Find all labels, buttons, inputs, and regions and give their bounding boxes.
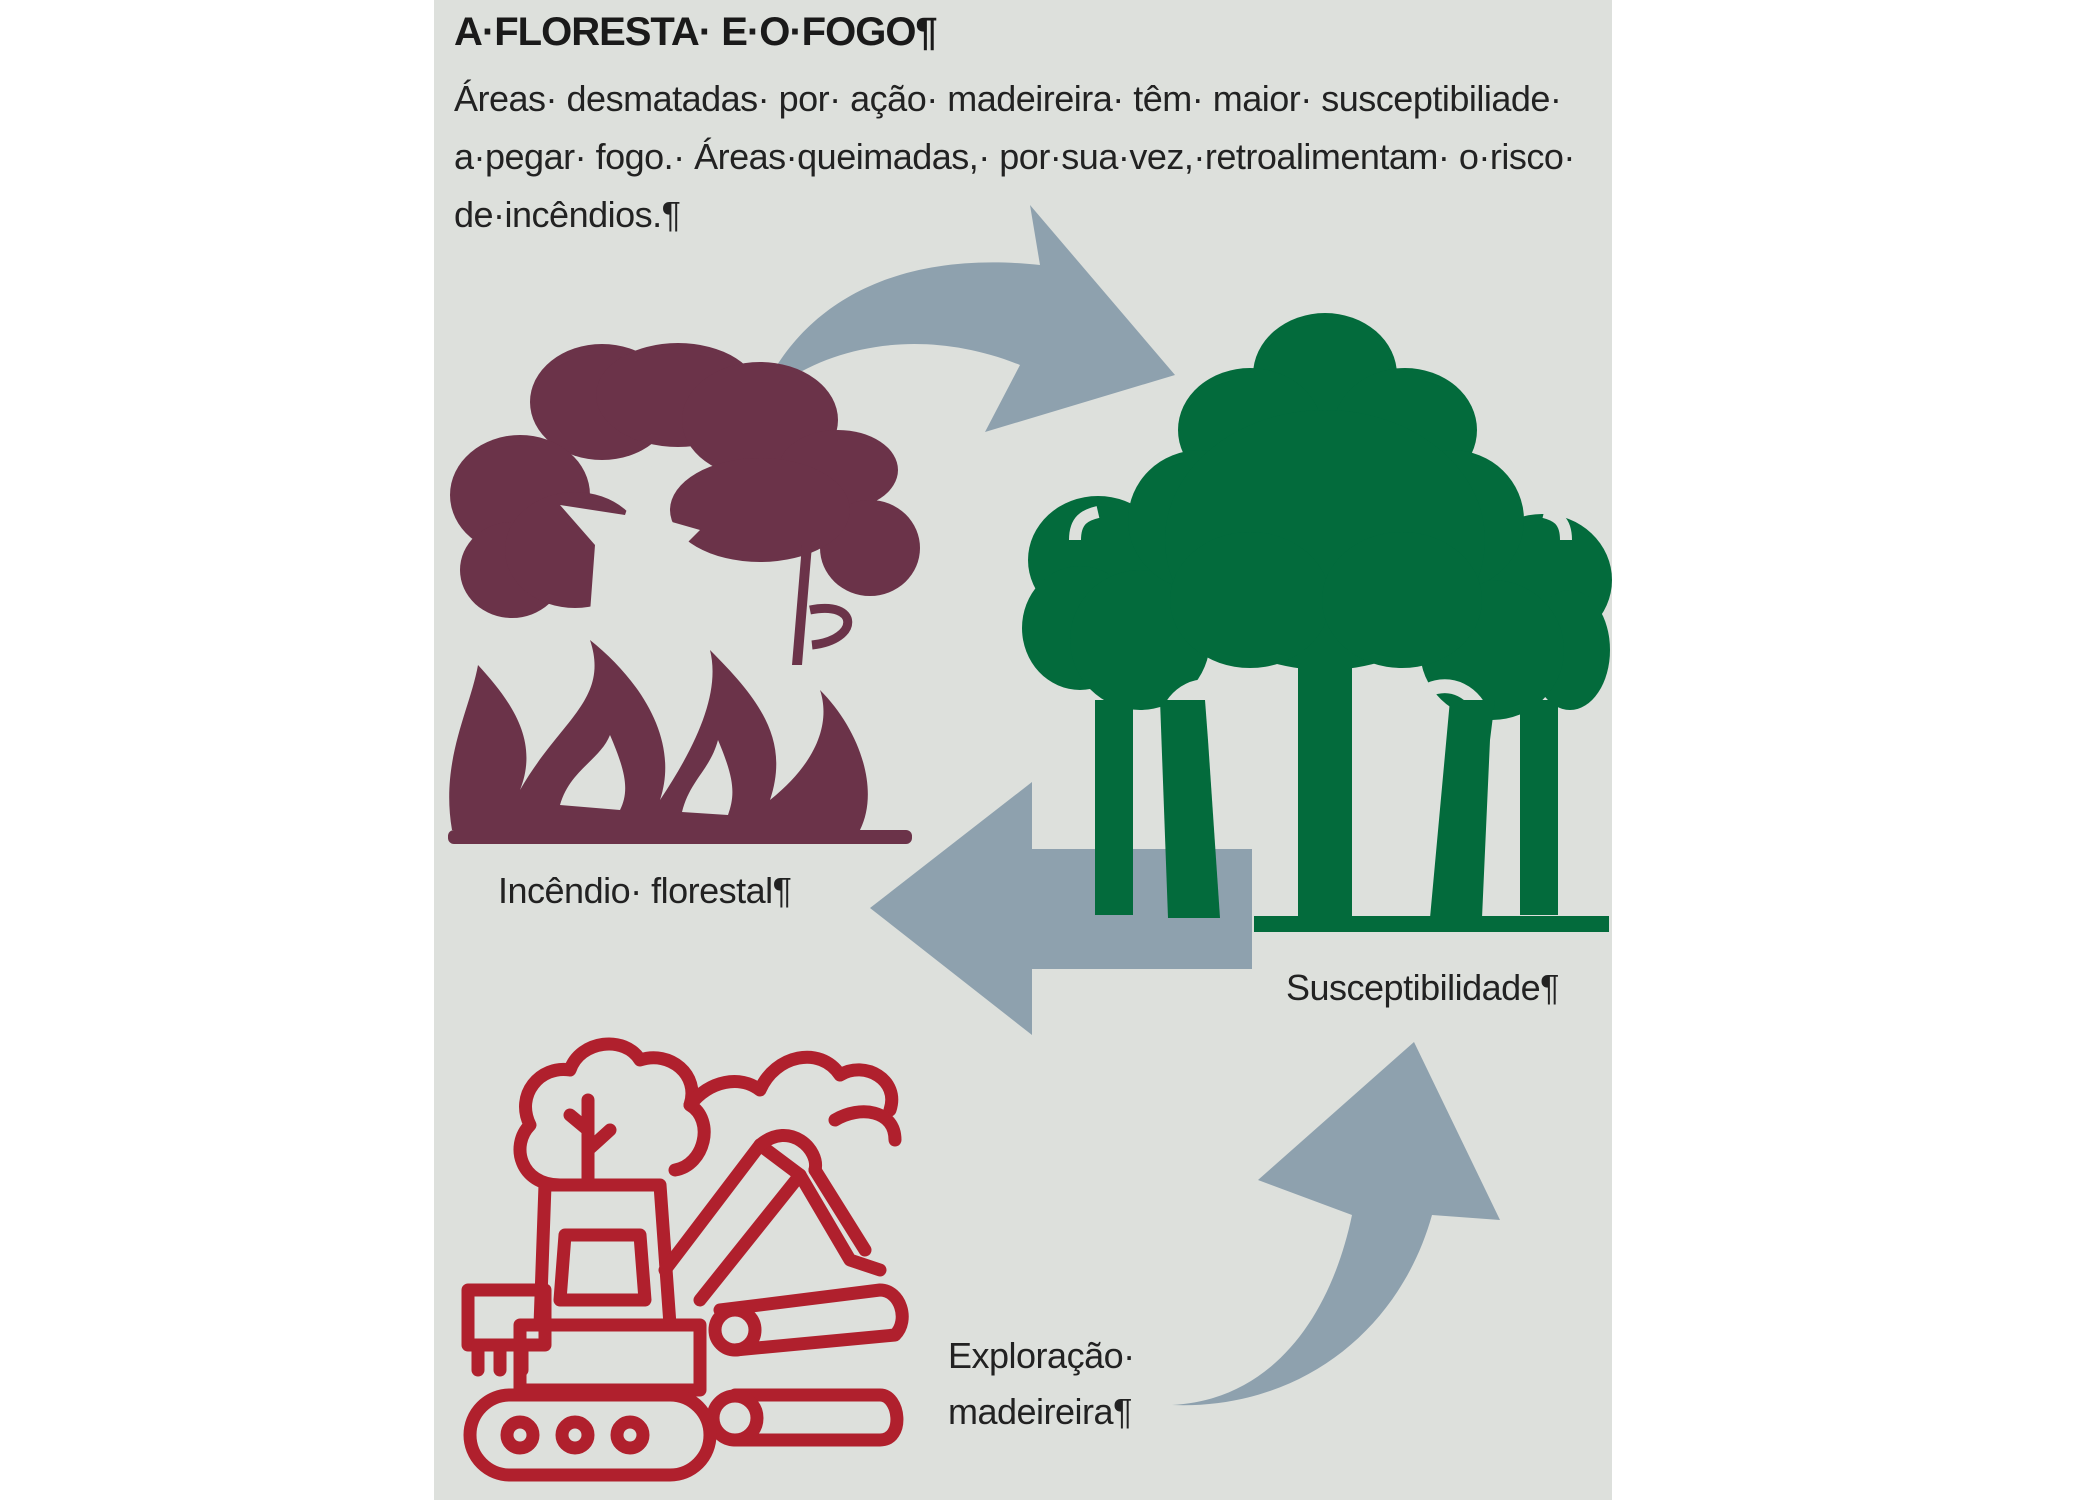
logging-machine-icon xyxy=(461,1037,909,1482)
logging-label: Exploração· madeireira¶ xyxy=(948,1335,1135,1432)
burning-tree-icon xyxy=(448,343,920,844)
curved-arrow-icon xyxy=(758,205,1175,432)
susceptibility-label: Susceptibilidade¶ xyxy=(1286,967,1560,1008)
trees-icon xyxy=(1022,313,1612,932)
infographic-subtitle: Áreas· desmatadas· por· ação· madeireira… xyxy=(454,78,1575,235)
fire-label: Incêndio· florestal¶ xyxy=(498,870,792,911)
curved-up-arrow-icon xyxy=(1172,1042,1500,1406)
left-arrow-icon xyxy=(870,782,1252,1035)
infographic-title: A·FLORESTA· E·O·FOGO¶ xyxy=(454,10,938,54)
